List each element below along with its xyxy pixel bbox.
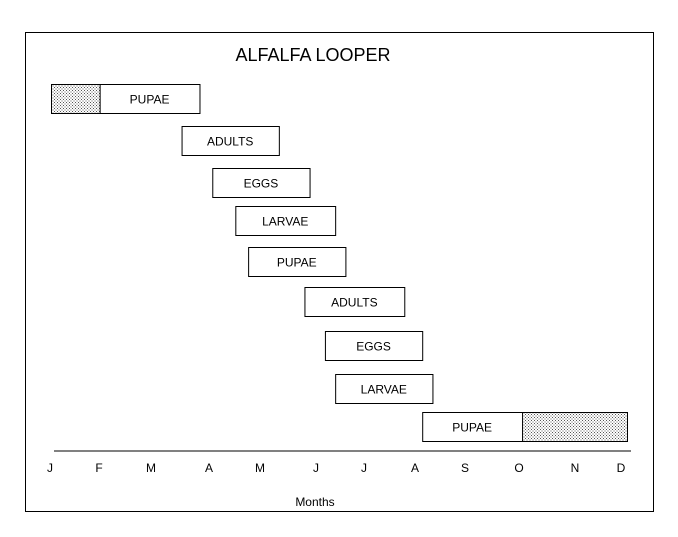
chart-frame <box>25 32 654 512</box>
chart-title: ALFALFA LOOPER <box>235 45 390 65</box>
stage-bar: LARVAE <box>235 206 337 236</box>
bars-layer: PUPAE ADULTS EGGS LARVAE PUPAE ADULTS EGGS LARV… <box>51 84 629 442</box>
month-tick-label: J <box>361 461 367 475</box>
month-tick-label: A <box>205 461 213 475</box>
shaded-segment <box>522 412 628 442</box>
month-tick-label: N <box>571 461 580 475</box>
stage-bar-label: EGGS <box>244 177 279 191</box>
month-tick-label: M <box>146 461 156 475</box>
month-tick-label: A <box>411 461 419 475</box>
stage-bar-box <box>324 331 424 361</box>
stage-bar-label: ADULTS <box>331 296 377 310</box>
stage-bar: ADULTS <box>304 287 406 317</box>
stage-bar-label: PUPAE <box>130 93 170 107</box>
stage-bar: PUPAE <box>51 84 201 114</box>
stage-bar: PUPAE <box>422 412 629 442</box>
stage-bar-label: PUPAE <box>452 421 492 435</box>
month-tick-label: J <box>47 461 53 475</box>
month-tick-label: D <box>617 461 626 475</box>
month-tick-label: M <box>255 461 265 475</box>
x-axis-label: Months <box>295 495 334 509</box>
shaded-segment <box>51 84 101 114</box>
stage-bar-label: LARVAE <box>361 383 407 397</box>
stage-bar-box <box>235 206 337 236</box>
stage-bar: ADULTS <box>181 126 280 156</box>
stage-bar-box <box>181 126 280 156</box>
stage-bar-label: LARVAE <box>262 215 308 229</box>
month-tick-label: S <box>461 461 469 475</box>
stage-bar-label: EGGS <box>356 340 391 354</box>
month-tick-label: J <box>313 461 319 475</box>
stage-bar-box <box>248 247 347 277</box>
month-tick-label: F <box>95 461 102 475</box>
month-tick-label: O <box>514 461 523 475</box>
stage-bar: EGGS <box>212 168 311 198</box>
stage-bar-label: ADULTS <box>207 135 253 149</box>
stage-bar-box <box>212 168 311 198</box>
stage-bar: EGGS <box>324 331 424 361</box>
stage-bar: PUPAE <box>248 247 347 277</box>
stage-bar-box <box>304 287 406 317</box>
stage-bar: LARVAE <box>335 374 434 404</box>
stage-bar-box <box>335 374 434 404</box>
stage-bar-label: PUPAE <box>277 256 317 270</box>
